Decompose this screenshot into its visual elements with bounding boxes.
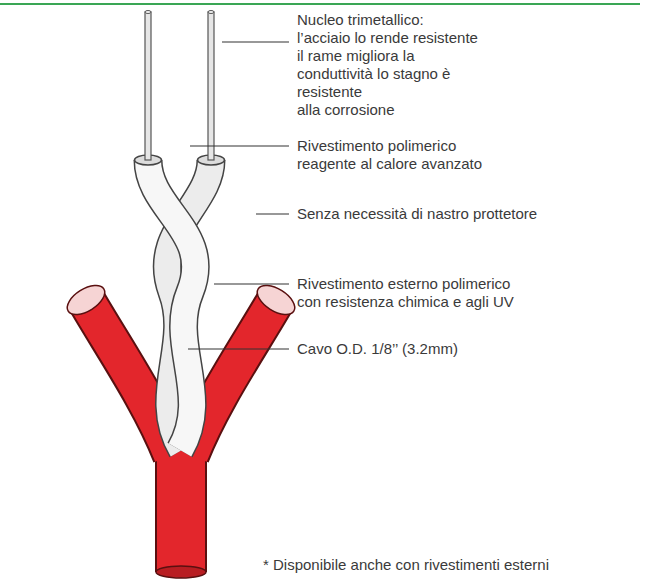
callout-text: Rivestimento polimerico reagente al calo…: [297, 137, 482, 173]
callout-text: Nucleo trimetallico: l’acciaio lo rende …: [297, 11, 478, 119]
insulated-conductors: [135, 155, 225, 450]
metal-core: [145, 11, 214, 161]
footnote: * Disponibile anche con rivestimenti est…: [263, 556, 549, 574]
leader-lines: [188, 42, 289, 349]
callout-text: Senza necessità di nastro prottetore: [297, 205, 537, 223]
callout-text: Rivestimento esterno polimerico con resi…: [297, 275, 514, 311]
top-rule: [0, 3, 640, 5]
callout-text: Cavo O.D. 1/8’’ (3.2mm): [297, 340, 458, 358]
